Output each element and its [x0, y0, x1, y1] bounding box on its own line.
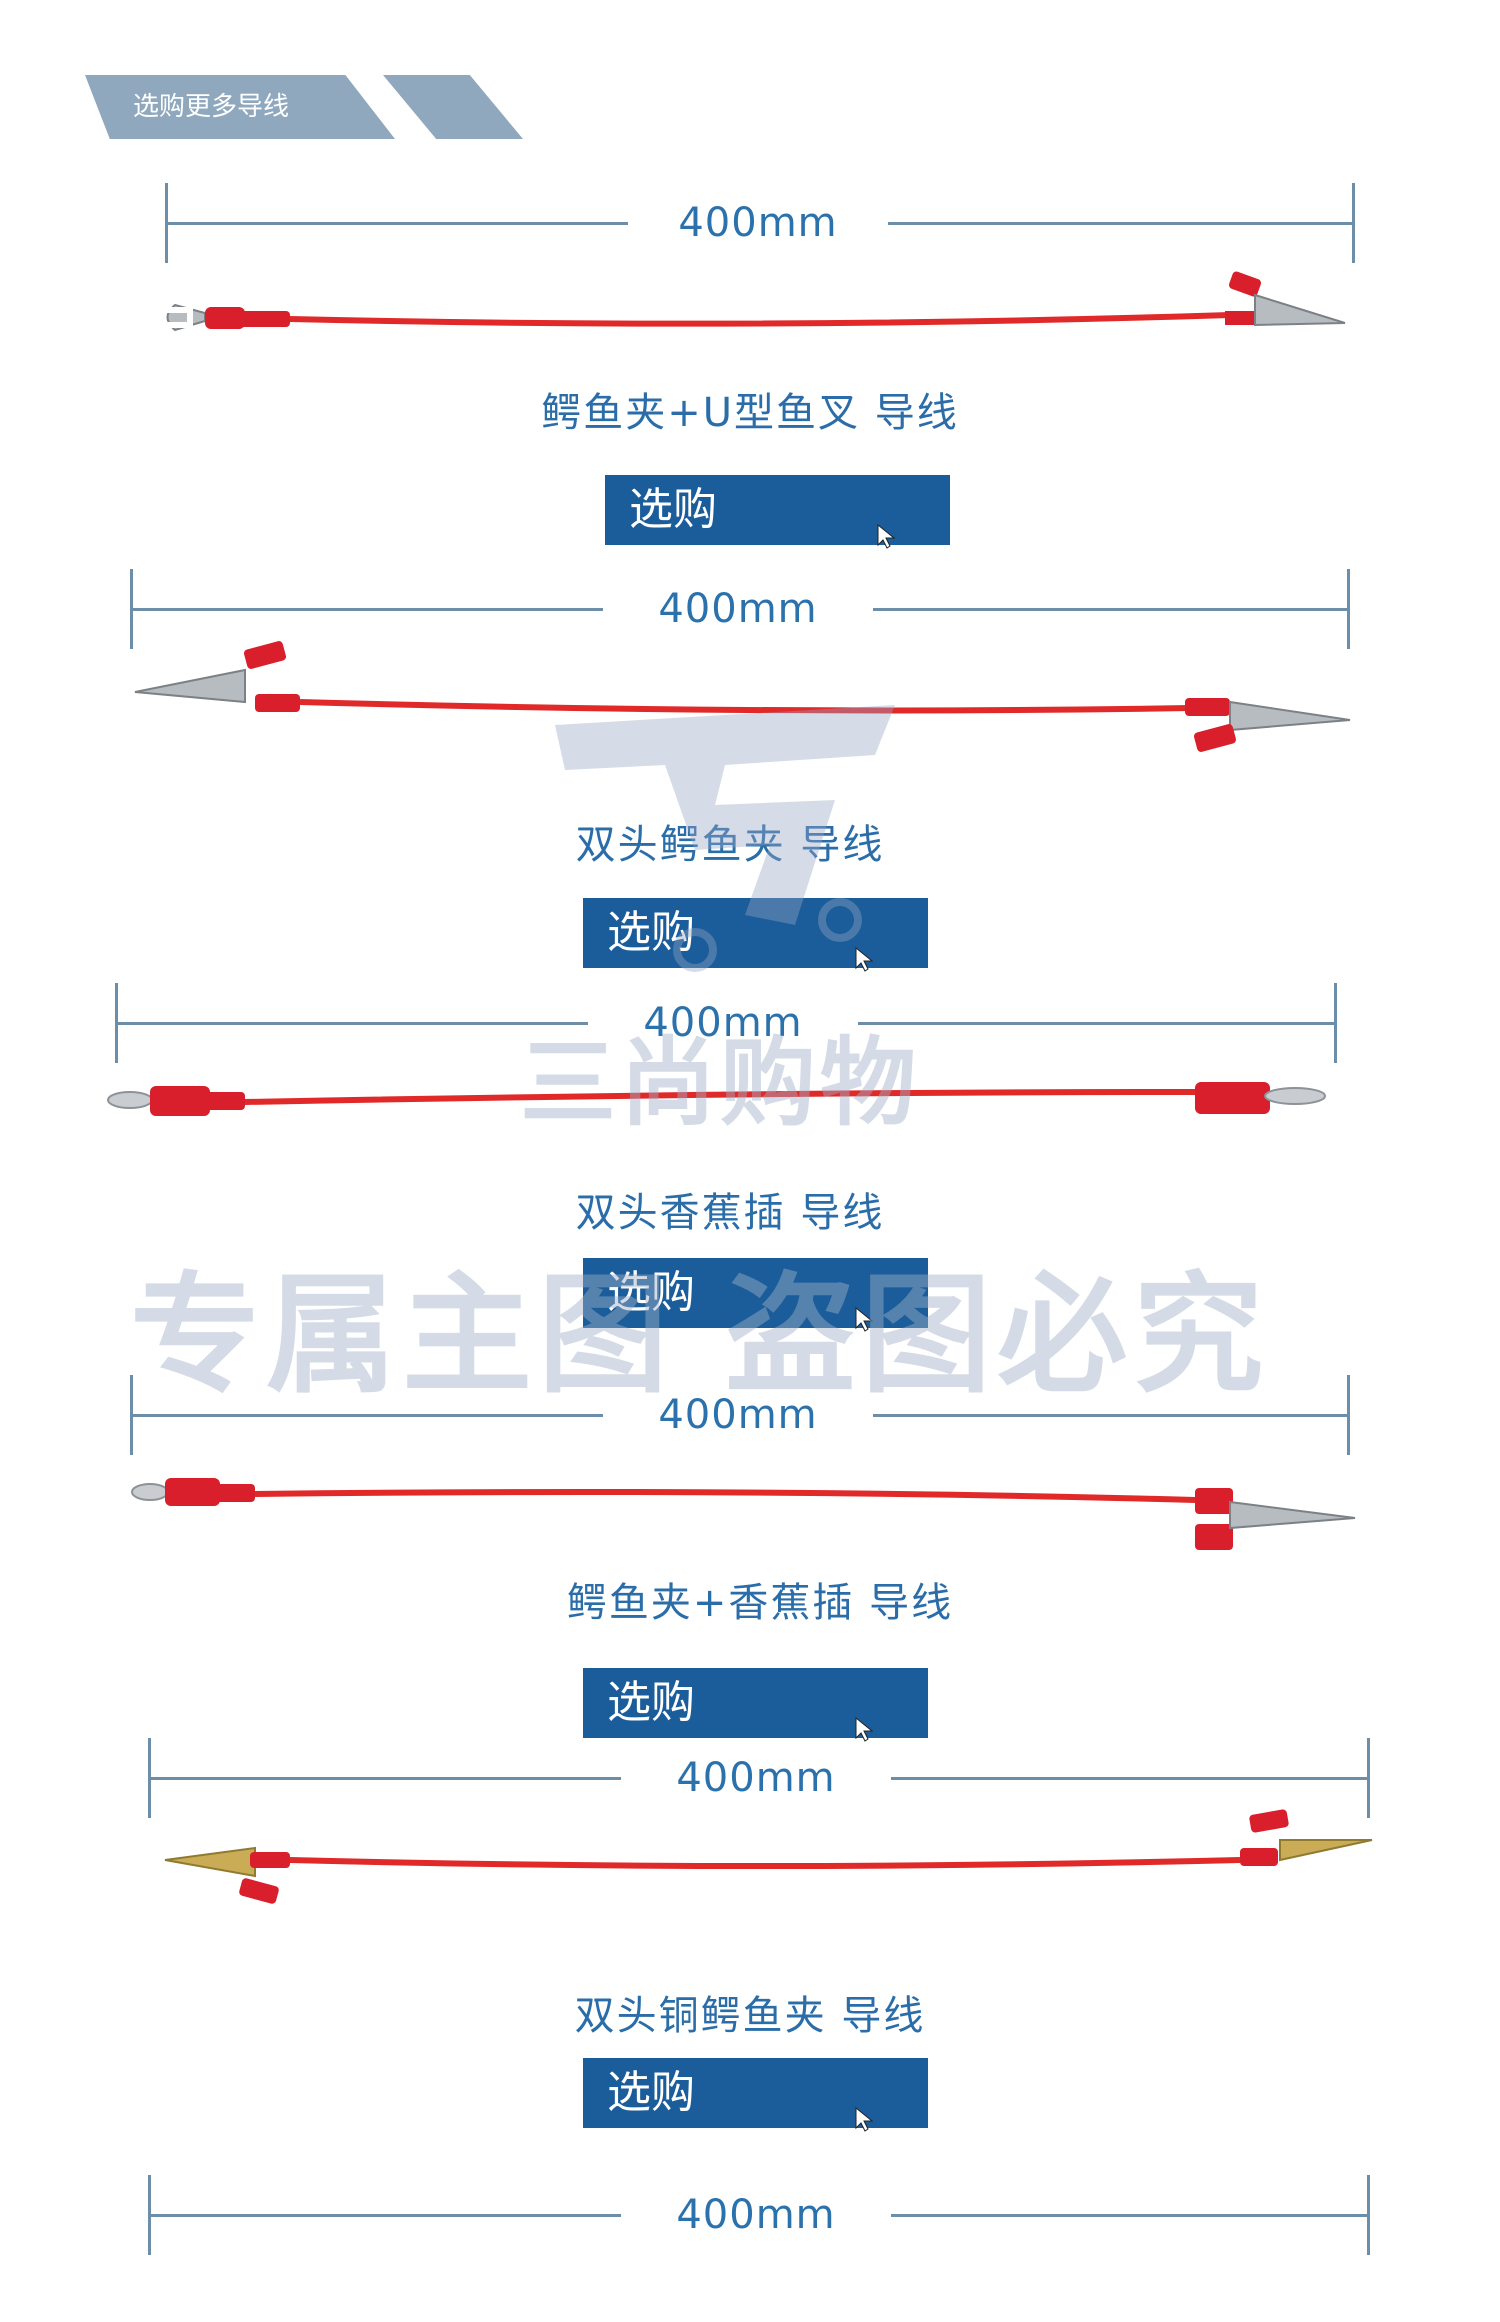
buy-button-label: 选购: [607, 1677, 695, 1728]
banana-plug-icon: [131, 1483, 169, 1501]
length-label: 400mm: [676, 1755, 836, 1801]
buy-button-label: 选购: [607, 1267, 695, 1318]
cable-image-3: [107, 1082, 1326, 1116]
dimension-line-6: 400mm: [148, 2175, 1370, 2255]
copper-alligator-clip-icon: [1279, 1839, 1373, 1862]
length-label: 400mm: [658, 1392, 818, 1438]
dimension-tick-left: [165, 183, 168, 263]
dimension-line-5: 400mm: [148, 1738, 1370, 1818]
dimension-tick-right: [1347, 569, 1350, 649]
buy-button-4[interactable]: 选购: [583, 1668, 928, 1742]
dimension-tick-left: [148, 1738, 151, 1818]
cable-image-1: [165, 271, 1346, 332]
red-sleeve-icon: [150, 1086, 210, 1116]
dimension-tick-left: [115, 983, 118, 1063]
alligator-clip-icon: [1254, 293, 1346, 327]
length-label: 400mm: [676, 2192, 836, 2238]
alligator-clip-icon: [1229, 1500, 1356, 1530]
product-name-2: 双头鳄鱼夹 导线: [575, 822, 885, 868]
buy-button-5[interactable]: 选购: [583, 2058, 928, 2132]
product-name-3: 双头香蕉插 导线: [575, 1190, 885, 1236]
dimension-line-segment: [151, 1777, 621, 1780]
cursor-icon: [855, 946, 874, 972]
buy-button-label: 选购: [629, 484, 717, 535]
wire-icon: [289, 1857, 1241, 1869]
dimension-line-1: 400mm: [165, 183, 1355, 263]
copper-alligator-clip-icon: [164, 1846, 256, 1878]
dimension-line-segment: [133, 1414, 603, 1417]
wire-icon: [254, 1489, 1196, 1503]
cable-image-2: [134, 641, 1351, 752]
cursor-icon: [855, 1716, 874, 1742]
dimension-tick-right: [1367, 2175, 1370, 2255]
dimension-line-segment: [873, 1414, 1347, 1417]
product-name-1: 鳄鱼夹+U型鱼叉 导线: [541, 390, 959, 436]
cable-image-5: [164, 1809, 1373, 1904]
banana-plug-icon: [107, 1091, 153, 1109]
alligator-clip-icon: [134, 668, 246, 704]
header-banner-label: 选购更多导线: [85, 75, 395, 139]
dimension-tick-right: [1347, 1375, 1350, 1455]
length-label: 400mm: [678, 200, 838, 246]
dimension-line-segment: [891, 1777, 1367, 1780]
dimension-line-3: 400mm: [115, 983, 1337, 1063]
dimension-line-4: 400mm: [130, 1375, 1350, 1455]
wire-icon: [299, 699, 1191, 714]
buy-button-2[interactable]: 选购: [583, 898, 928, 972]
dimension-line-segment: [151, 2214, 621, 2217]
buy-button-label: 选购: [607, 2067, 695, 2118]
buy-button-1[interactable]: 选购: [605, 475, 950, 549]
dimension-tick-left: [130, 569, 133, 649]
dimension-line-segment: [873, 608, 1347, 611]
dimension-line-segment: [118, 1022, 588, 1025]
length-label: 400mm: [658, 586, 818, 632]
wire-icon: [289, 312, 1231, 327]
header-banner: 选购更多导线: [85, 75, 525, 139]
dimension-tick-right: [1367, 1738, 1370, 1818]
wire-icon: [244, 1089, 1201, 1105]
dimension-line-2: 400mm: [130, 569, 1350, 649]
alligator-clip-icon: [1229, 700, 1351, 732]
product-name-4: 鳄鱼夹+香蕉插 导线: [566, 1580, 954, 1626]
dimension-tick-left: [148, 2175, 151, 2255]
dimension-line-segment: [858, 1022, 1334, 1025]
red-sleeve-icon: [205, 307, 245, 329]
cable-image-4: [131, 1478, 1356, 1550]
red-sleeve-icon: [1195, 1082, 1270, 1114]
cursor-icon: [855, 2106, 874, 2132]
buy-button-label: 选购: [607, 907, 695, 958]
dimension-line-segment: [888, 222, 1352, 225]
red-sleeve-icon: [165, 1478, 220, 1506]
dimension-tick-right: [1334, 983, 1337, 1063]
dimension-line-segment: [891, 2214, 1367, 2217]
cursor-icon: [877, 523, 896, 549]
length-label: 400mm: [643, 1000, 803, 1046]
buy-button-3[interactable]: 选购: [583, 1258, 928, 1332]
header-stripe: [383, 75, 523, 139]
dimension-line-segment: [133, 608, 603, 611]
product-name-5: 双头铜鳄鱼夹 导线: [574, 1993, 926, 2039]
dimension-line-segment: [168, 222, 628, 225]
dimension-tick-right: [1352, 183, 1355, 263]
cursor-icon: [855, 1306, 874, 1332]
dimension-tick-left: [130, 1375, 133, 1455]
banana-plug-icon: [1264, 1087, 1326, 1105]
